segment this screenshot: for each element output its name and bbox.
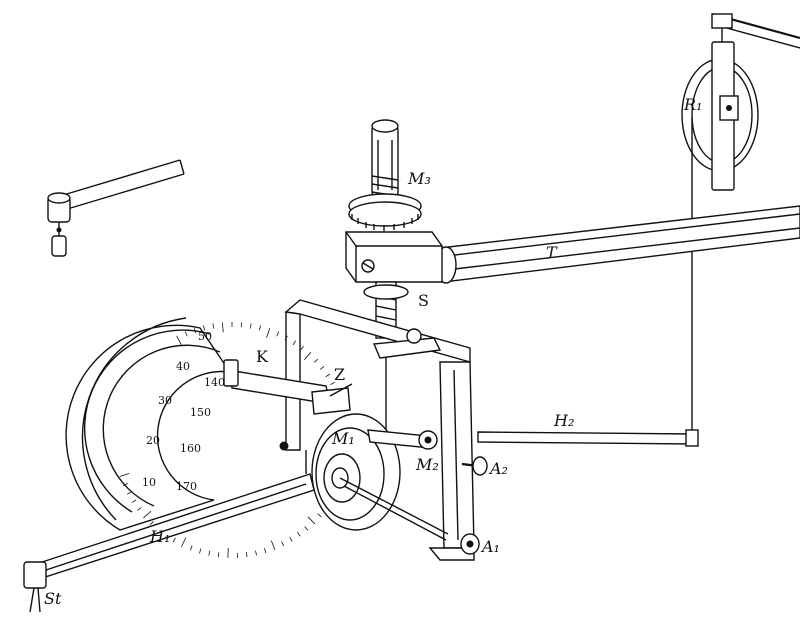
scale-tick [270,540,276,551]
detail-rod-clamp [47,159,185,257]
scale-tick [189,545,193,551]
scale-tick [325,373,331,378]
scale-tick [222,322,224,333]
scale-tick [149,521,154,526]
scale-tick [258,325,261,331]
scale-tick [122,483,128,486]
label-a2: A₂ [488,459,508,478]
scale-tick [276,331,280,337]
label-st: St [44,589,62,608]
scale-inner-number: 170 [176,480,197,493]
bar-h2 [477,429,699,447]
scale-tick [172,537,176,543]
label-m1: M₁ [331,429,355,448]
scale-outer-number: 20 [146,434,160,447]
label-a1: A₁ [480,537,500,556]
scale-outer-number: 40 [176,360,190,373]
scale-inner-number: 140 [204,376,225,389]
scale-tick [249,323,252,329]
label-t: T [546,243,558,262]
scale-tick [330,381,336,385]
scale-tick [281,541,285,547]
scale-tick [246,552,248,558]
scale-tick [297,531,301,537]
scale-tick [292,340,297,346]
scale-tick [143,511,152,519]
tube-t [435,205,800,284]
label-k: K [256,347,269,366]
label-m3: M₃ [407,169,431,188]
scale-inner-number: 150 [190,406,211,419]
scale-inner-number: 160 [180,442,201,455]
scale-tick [255,550,257,556]
scale-tick [217,552,220,558]
lever-h1 [23,473,315,613]
scale-tick [300,345,304,351]
pulley-r1 [681,12,800,440]
scale-tick [131,499,137,503]
scale-tick [266,328,271,338]
scale-tick [319,365,325,370]
label-m2: M₂ [415,455,439,474]
scale-tick [284,335,288,341]
label-h1: H₁ [149,527,170,546]
label-r1: R₁ [683,95,702,114]
scale-tick [264,548,267,554]
label-z: Z [334,365,345,384]
scale-tick [208,550,211,556]
scale-tick [199,548,202,554]
scale-tick [176,335,182,345]
scale-tick [184,331,188,337]
scale-tick [203,325,206,331]
scale-tick [307,516,316,525]
scale-tick [126,491,132,495]
scale-tick [181,537,187,547]
scale-tick [289,536,293,542]
crossbar-m2 [339,429,449,541]
label-h2: H₂ [553,411,574,430]
scale-tick [313,358,319,363]
scale-tick [303,352,312,361]
scale-tick [212,323,215,329]
scale-tick [137,507,142,511]
screw-a1 [460,533,480,555]
pointer-arm-k [223,359,353,415]
scale-tick [119,472,130,477]
scale-tick [304,526,309,531]
scale-outer-number: 50 [198,330,212,343]
scale-tick [193,328,197,334]
scale-outer-number: 10 [142,476,156,489]
scale-outer-number: 30 [158,394,172,407]
scale-tick [317,513,322,518]
screw-a2 [461,456,488,476]
label-s: S [418,291,429,310]
